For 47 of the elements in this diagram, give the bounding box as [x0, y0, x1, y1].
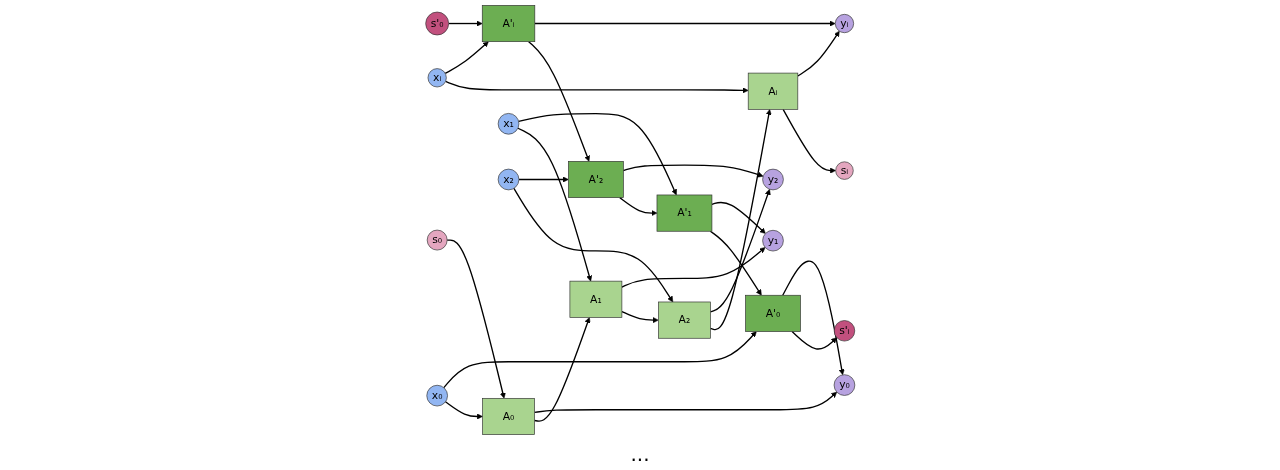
node-circle: y₁: [762, 229, 784, 252]
arrow: [527, 41, 590, 162]
node-circle: sᵢ: [835, 161, 854, 180]
node-circle: s'₀: [425, 11, 449, 36]
arrow: [618, 196, 657, 217]
node-box: A₀: [481, 398, 535, 435]
arrow: [517, 176, 569, 183]
node-circle: x₁: [497, 113, 519, 135]
node-circle: xᵢ: [427, 68, 447, 88]
node-box: A'₀: [744, 294, 801, 332]
node-box: A₁: [569, 280, 622, 318]
arrow: [517, 112, 677, 196]
arrow: [782, 108, 836, 174]
node-circle: y₂: [762, 168, 784, 191]
arrow: [622, 164, 764, 178]
arrow: [781, 260, 845, 376]
arrow: [446, 239, 506, 399]
arrow: [516, 127, 592, 282]
arrow: [444, 80, 749, 94]
arrow: [709, 230, 762, 296]
node-box: A'ᵢ: [481, 5, 535, 42]
node-box: Aᵢ: [747, 72, 798, 110]
node-circle: s'ᵢ: [833, 320, 855, 342]
arrow: [447, 20, 483, 27]
arrow: [620, 247, 766, 288]
arrow: [711, 201, 766, 234]
arrow: [533, 391, 837, 414]
node-box: A'₁: [656, 194, 712, 232]
node-circle: x₂: [497, 168, 519, 191]
arrow: [512, 187, 673, 303]
arrow: [709, 189, 771, 313]
ellipsis-text: ...: [630, 442, 650, 466]
node-circle: yᵢ: [834, 14, 854, 34]
arrow: [533, 20, 836, 27]
arrow: [709, 109, 772, 331]
arrow: [796, 30, 840, 77]
node-box: A'₂: [567, 161, 624, 198]
node-circle: s₀: [426, 229, 448, 251]
node-box: A₂: [657, 301, 711, 339]
arrow: [791, 330, 837, 350]
arrow: [444, 401, 483, 420]
arrow: [442, 331, 757, 389]
node-circle: y₀: [833, 374, 855, 396]
arrow: [444, 41, 489, 75]
arrow: [533, 317, 591, 422]
arrow: [620, 310, 659, 324]
node-circle: x₀: [426, 384, 448, 407]
